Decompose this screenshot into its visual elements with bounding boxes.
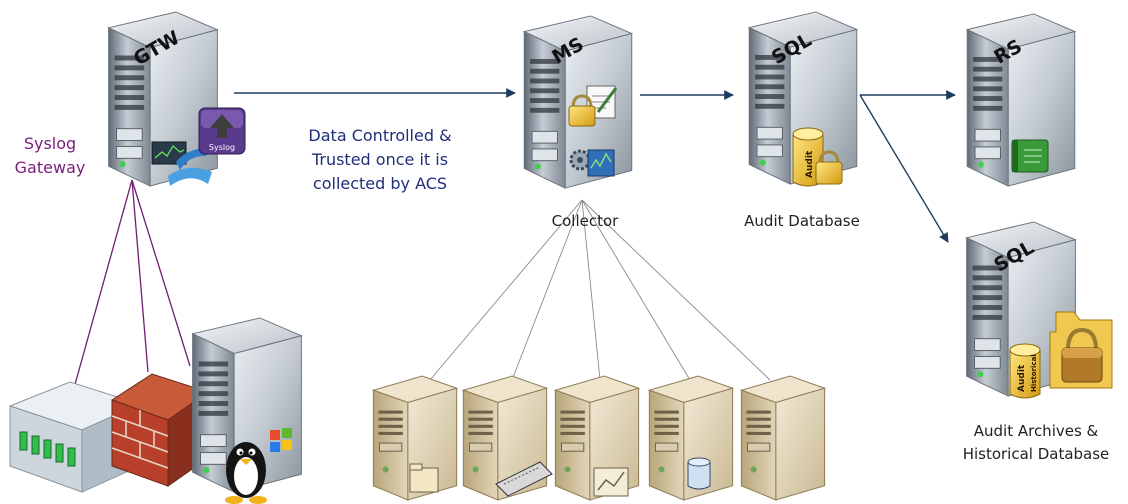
syslog-gateway-label-line-2: Gateway bbox=[14, 158, 86, 177]
workstation-icon bbox=[648, 375, 734, 501]
syslog-badge-label: Syslog bbox=[209, 143, 235, 152]
green-book-icon bbox=[1011, 139, 1049, 173]
syslog-gateway-label-line-1: Syslog bbox=[23, 134, 77, 153]
line-gateway-to-firewall bbox=[131, 179, 149, 373]
audit-archives-line-1: Audit Archives & bbox=[973, 422, 1099, 440]
gear-icon bbox=[569, 149, 615, 177]
workstation-icon bbox=[554, 375, 640, 501]
linux-penguin-icon bbox=[225, 442, 267, 504]
line-gateway-to-server bbox=[131, 179, 191, 367]
data-controlled-line-3: collected by ACS bbox=[312, 174, 448, 193]
agent-workstations bbox=[372, 375, 826, 501]
database-icon: Audit Historical bbox=[1009, 343, 1041, 399]
workstation-icon bbox=[372, 375, 458, 501]
workstation-icon bbox=[462, 375, 553, 501]
data-flow-arrows bbox=[234, 88, 956, 243]
folder-lock-icon bbox=[1049, 311, 1113, 389]
lock-icon bbox=[815, 150, 843, 185]
collector-agent-lines bbox=[429, 199, 771, 381]
audit-archives-label: Audit Archives & Historical Database bbox=[948, 420, 1124, 466]
windows-logo-icon bbox=[270, 428, 292, 452]
firewall-icon bbox=[110, 373, 210, 487]
syslog-source-lines bbox=[73, 179, 191, 389]
line-collector-to-agent-4 bbox=[581, 199, 691, 381]
audit-archives-line-2: Historical Database bbox=[962, 445, 1110, 463]
windows-linux-server bbox=[192, 317, 302, 504]
data-controlled-line-1: Data Controlled & bbox=[308, 126, 452, 145]
chart-document-icon bbox=[593, 467, 629, 497]
line-collector-to-agent-3 bbox=[581, 199, 601, 381]
db-label: Audit bbox=[805, 150, 815, 178]
line-gateway-to-router bbox=[73, 179, 133, 389]
workstation-icon bbox=[740, 375, 826, 501]
collector-label: Collector bbox=[551, 212, 619, 230]
keyboard-icon bbox=[495, 461, 553, 497]
archive-database-server: SQL Audit Historical bbox=[966, 221, 1113, 399]
db-sublabel: Historical bbox=[1030, 354, 1038, 392]
audit-database-server: SQL Audit bbox=[748, 11, 858, 187]
syslog-upload-icon: Syslog bbox=[198, 107, 246, 155]
data-controlled-label: Data Controlled & Trusted once it is col… bbox=[275, 124, 485, 196]
syslog-gateway-label: Syslog Gateway bbox=[4, 132, 96, 180]
line-collector-to-agent-1 bbox=[429, 199, 583, 381]
reporting-server: RS bbox=[966, 13, 1076, 187]
collector-server: MS bbox=[523, 15, 633, 189]
folder-icon bbox=[409, 463, 439, 493]
arrow-audit-db-to-archive bbox=[859, 94, 949, 243]
line-collector-to-agent-5 bbox=[581, 199, 771, 381]
data-controlled-line-2: Trusted once it is bbox=[311, 150, 449, 169]
gateway-server: GTW Syslog bbox=[108, 11, 246, 187]
db-label: Audit bbox=[1017, 364, 1027, 392]
line-collector-to-agent-2 bbox=[511, 199, 583, 381]
lock-icon bbox=[568, 94, 596, 127]
database-icon bbox=[687, 457, 711, 490]
audit-database-label: Audit Database bbox=[744, 212, 860, 230]
